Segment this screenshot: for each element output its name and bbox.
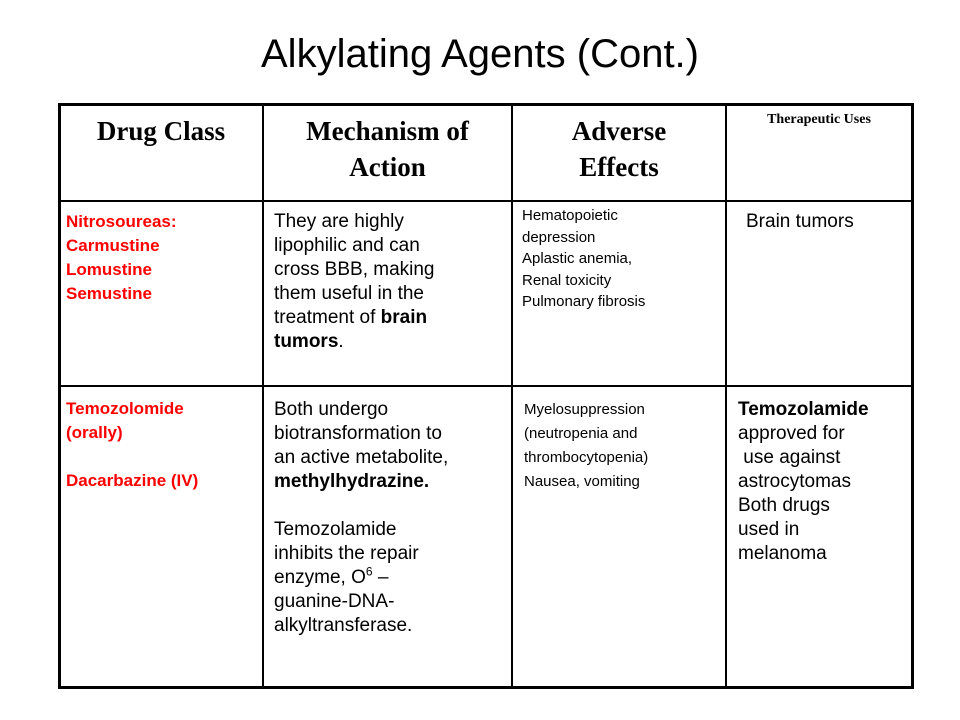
header-therapeutic-uses: Therapeutic Uses [767, 112, 871, 127]
table-border-bottom [58, 686, 914, 689]
row1-adverse-effects: Hematopoietic depression Aplastic anemia… [522, 207, 646, 310]
table-header-divider [58, 200, 914, 202]
header-adverse-effects: Adverse Effects [571, 116, 667, 182]
row2-adverse-effects: Myelosuppression (neutropenia and thromb… [524, 401, 649, 490]
slide-title: Alkylating Agents (Cont.) [261, 32, 699, 76]
row1-therapeutic-uses: Brain tumors [746, 211, 854, 232]
table-border-right [911, 103, 914, 689]
row2-drug-class: Temozolomide (orally) Dacarbazine (IV) [66, 399, 199, 490]
drug-table: Drug Class Mechanism of Action Adverse E… [58, 103, 914, 689]
row2-therapeutic-uses: Temozolamide approved for use against as… [738, 399, 869, 564]
row2-mechanism: Both undergo biotransformation to an act… [274, 399, 449, 636]
header-mechanism: Mechanism of Action [306, 116, 469, 182]
row1-mechanism: They are highly lipophilic and can cross… [274, 211, 435, 352]
table-border-left [58, 103, 61, 689]
table-border-top [58, 103, 914, 106]
table-divider-2 [511, 103, 513, 689]
header-drug-class: Drug Class [96, 116, 226, 146]
table-divider-3 [725, 103, 727, 689]
table-row-divider [58, 385, 914, 387]
table-divider-1 [262, 103, 264, 689]
row1-drug-class: Nitrosoureas: Carmustine Lomustine Semus… [66, 212, 177, 303]
